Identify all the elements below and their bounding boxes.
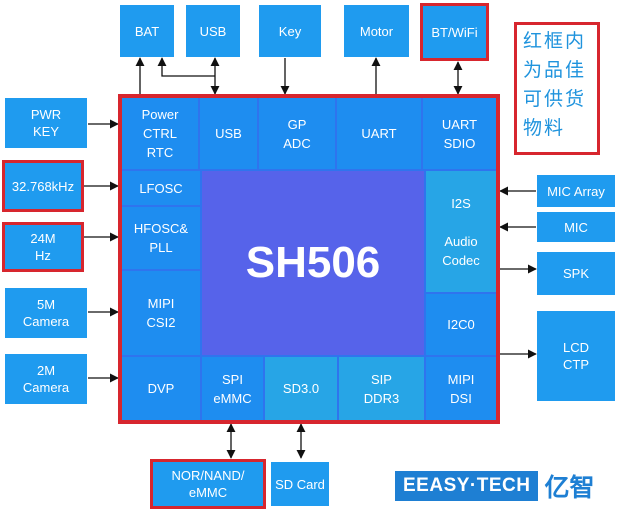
block-spi-emmc: SPI eMMC bbox=[202, 357, 263, 420]
osc-24m-box: 24M Hz bbox=[2, 222, 84, 272]
block-sd30: SD3.0 bbox=[265, 357, 337, 420]
chip-core-label: SH506 bbox=[202, 171, 424, 355]
sh506-chip: Power CTRL RTC USB GP ADC UART UART SDIO… bbox=[118, 94, 500, 424]
block-uart: UART bbox=[337, 98, 421, 169]
block-power-ctrl-rtc: Power CTRL RTC bbox=[122, 98, 198, 169]
logo-text: EEASY·TECH bbox=[395, 471, 539, 501]
camera-2m-box: 2M Camera bbox=[5, 354, 87, 404]
mic-array-box: MIC Array bbox=[537, 175, 615, 207]
bt-wifi-box: BT/WiFi bbox=[420, 3, 489, 61]
bat-box: BAT bbox=[120, 5, 174, 57]
block-dvp: DVP bbox=[122, 357, 200, 420]
camera-5m-box: 5M Camera bbox=[5, 288, 87, 338]
usb-box: USB bbox=[186, 5, 240, 57]
block-lfosc: LFOSC bbox=[122, 171, 200, 205]
block-usb: USB bbox=[200, 98, 257, 169]
spk-box: SPK bbox=[537, 252, 615, 295]
block-uart-sdio: UART SDIO bbox=[423, 98, 496, 169]
sd-card-box: SD Card bbox=[271, 462, 329, 506]
mic-box: MIC bbox=[537, 212, 615, 242]
supply-note: 红框内 为品佳 可供货 物料 bbox=[514, 22, 600, 155]
block-hfosc-pll: HFOSC& PLL bbox=[122, 207, 200, 269]
block-sip-ddr3: SIP DDR3 bbox=[339, 357, 424, 420]
block-i2s-audio-codec: I2S Audio Codec bbox=[426, 171, 496, 292]
eeasy-tech-logo: EEASY·TECH 亿智 bbox=[395, 468, 594, 504]
motor-box: Motor bbox=[344, 5, 409, 57]
nor-nand-emmc-box: NOR/NAND/ eMMC bbox=[150, 459, 266, 509]
block-mipi-dsi: MIPI DSI bbox=[426, 357, 496, 420]
logo-cn-text: 亿智 bbox=[544, 473, 595, 502]
osc-32k-box: 32.768kHz bbox=[2, 160, 84, 212]
pwr-key-box: PWR KEY bbox=[5, 98, 87, 148]
block-i2c0: I2C0 bbox=[426, 294, 496, 355]
block-mipi-csi2: MIPI CSI2 bbox=[122, 271, 200, 355]
block-gp-adc: GP ADC bbox=[259, 98, 335, 169]
key-box: Key bbox=[259, 5, 321, 57]
lcd-ctp-box: LCD CTP bbox=[537, 311, 615, 401]
